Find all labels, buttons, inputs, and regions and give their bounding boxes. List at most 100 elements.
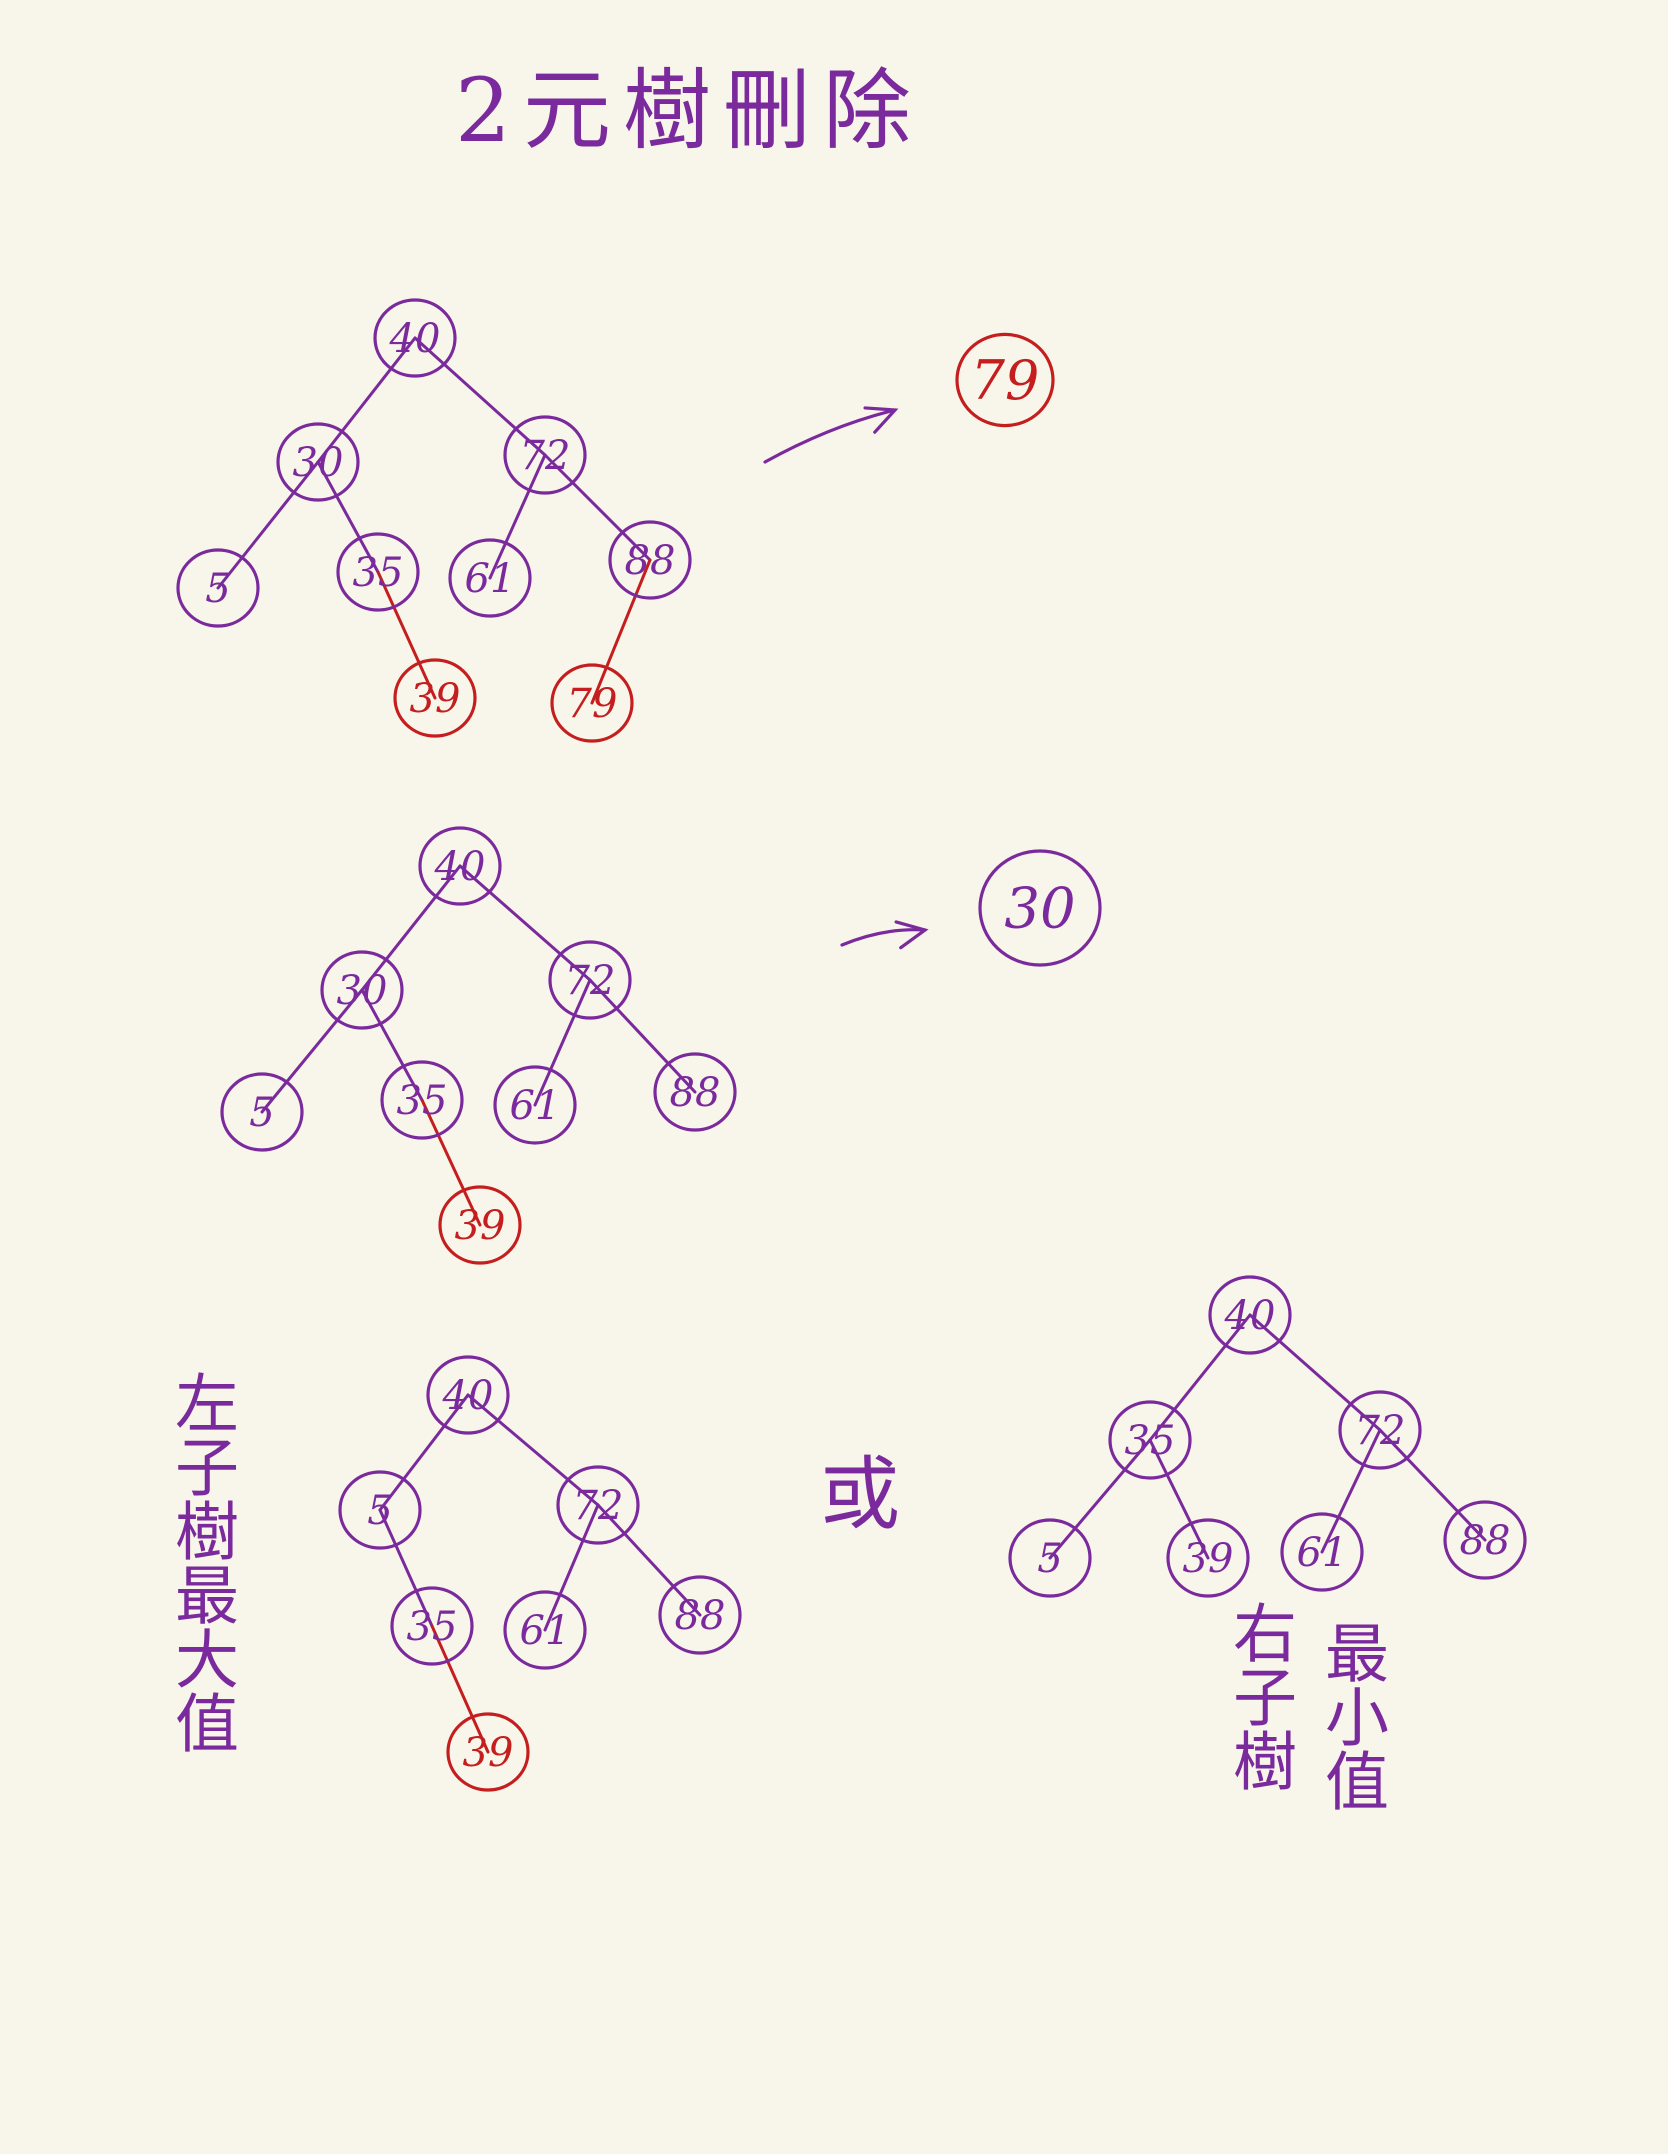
tree-node-5 xyxy=(338,1470,422,1550)
tree-node-79 xyxy=(955,332,1055,428)
tree-node-label-5: 5 xyxy=(1037,1536,1062,1582)
tree-edge xyxy=(543,453,652,562)
tree-node-label-72: 72 xyxy=(573,1483,624,1529)
tree-node-40 xyxy=(418,826,502,906)
tree-edge xyxy=(1048,1438,1152,1560)
tree-node-88 xyxy=(658,1575,742,1655)
tree-node-79 xyxy=(550,663,634,743)
tree-node-88 xyxy=(1443,1500,1527,1580)
tree-edge xyxy=(420,1098,482,1227)
tree-edge xyxy=(430,1624,490,1754)
tree-node-label-79: 79 xyxy=(567,681,618,727)
arrow-1 xyxy=(763,408,897,464)
tree-node-label-39: 39 xyxy=(463,1730,514,1776)
arrow-1-head xyxy=(863,406,899,434)
tree-node-label-88: 88 xyxy=(675,1593,726,1639)
tree-node-label-61: 61 xyxy=(465,556,516,602)
tree-node-72 xyxy=(556,1465,640,1545)
tree-node-label-79: 79 xyxy=(971,349,1040,412)
tree-edge xyxy=(458,864,592,982)
tree-edge xyxy=(1148,1313,1252,1442)
tree-edge xyxy=(488,453,547,580)
tree-node-label-5: 5 xyxy=(249,1090,274,1136)
tree-node-label-88: 88 xyxy=(1460,1518,1511,1564)
tree-node-5 xyxy=(220,1072,304,1152)
tree-node-label-30: 30 xyxy=(1004,877,1075,942)
tree-node-35 xyxy=(1108,1400,1192,1480)
tree-node-5 xyxy=(176,548,260,628)
tree-node-61 xyxy=(503,1590,587,1670)
tree-edge xyxy=(533,978,592,1107)
tree-edge xyxy=(1248,1313,1382,1432)
tree-node-label-35: 35 xyxy=(397,1078,448,1124)
tree-node-label-72: 72 xyxy=(565,958,616,1004)
tree-edge xyxy=(378,1508,434,1628)
tree-node-label-61: 61 xyxy=(510,1083,561,1129)
tree-node-label-5: 5 xyxy=(205,566,230,612)
tree-node-30 xyxy=(978,849,1102,967)
tree-node-label-30: 30 xyxy=(337,968,388,1014)
tree-edge xyxy=(316,460,380,574)
tree-node-39 xyxy=(1166,1518,1250,1598)
tree-node-35 xyxy=(336,532,420,612)
tree-node-label-88: 88 xyxy=(670,1070,721,1116)
tree-node-label-61: 61 xyxy=(520,1608,571,1654)
tree-node-30 xyxy=(320,950,404,1030)
tree-node-61 xyxy=(448,538,532,618)
tree-edge xyxy=(466,1393,600,1507)
tree-node-88 xyxy=(608,520,692,600)
tree-node-35 xyxy=(390,1586,474,1666)
tree-edge xyxy=(1148,1438,1210,1560)
tree-edge xyxy=(378,1393,470,1512)
tree-node-label-72: 72 xyxy=(1355,1408,1406,1454)
tree-node-72 xyxy=(548,940,632,1020)
tree-edge xyxy=(543,1503,600,1632)
page-title: 2元樹刪除 xyxy=(455,59,923,162)
tree-node-label-72: 72 xyxy=(520,433,571,479)
tree-edge xyxy=(590,558,652,705)
tree-edge xyxy=(376,570,437,700)
tree-node-label-40: 40 xyxy=(434,844,486,890)
tree-edge xyxy=(1378,1428,1487,1542)
tree-node-label-88: 88 xyxy=(625,538,676,584)
tree-edge xyxy=(316,336,417,464)
arrow-2 xyxy=(840,928,927,947)
tree-node-39 xyxy=(446,1712,530,1792)
tree-node-40 xyxy=(1208,1275,1292,1355)
tree-node-label-39: 39 xyxy=(1183,1536,1234,1582)
tree-node-label-35: 35 xyxy=(353,550,404,596)
arrow-2-head xyxy=(894,920,929,950)
tree-node-30 xyxy=(276,422,360,502)
tree-node-61 xyxy=(1280,1512,1364,1592)
tree-edge xyxy=(588,978,697,1094)
tree-edge xyxy=(216,460,320,590)
tree-node-39 xyxy=(393,658,477,738)
tree-edge xyxy=(360,988,424,1102)
tree-node-label-39: 39 xyxy=(410,676,461,722)
tree-node-label-40: 40 xyxy=(389,316,441,362)
tree-node-label-35: 35 xyxy=(1125,1418,1176,1464)
tree-node-39 xyxy=(438,1185,522,1265)
tree-node-label-40: 40 xyxy=(442,1373,494,1419)
tree-node-72 xyxy=(1338,1390,1422,1470)
tree-edge xyxy=(1320,1428,1382,1554)
tree-node-61 xyxy=(493,1065,577,1145)
tree-node-5 xyxy=(1008,1518,1092,1598)
tree-node-label-35: 35 xyxy=(407,1604,458,1650)
left-subtree-max-note: 左子樹最大值 xyxy=(164,1370,238,1754)
tree-node-40 xyxy=(426,1355,510,1435)
tree-node-label-39: 39 xyxy=(455,1203,506,1249)
tree-node-35 xyxy=(380,1060,464,1140)
tree-node-72 xyxy=(503,415,587,495)
tree-node-label-40: 40 xyxy=(1224,1293,1276,1339)
tree-edge xyxy=(413,336,547,457)
tree-node-label-5: 5 xyxy=(367,1488,392,1534)
tree-node-label-61: 61 xyxy=(1297,1530,1348,1576)
tree-edge xyxy=(260,988,364,1114)
tree-node-40 xyxy=(373,298,457,378)
tree-edge xyxy=(596,1503,702,1617)
tree-node-label-30: 30 xyxy=(293,440,344,486)
min-value-note: 最小值 xyxy=(1314,1620,1388,1812)
tree-edge xyxy=(360,864,462,992)
